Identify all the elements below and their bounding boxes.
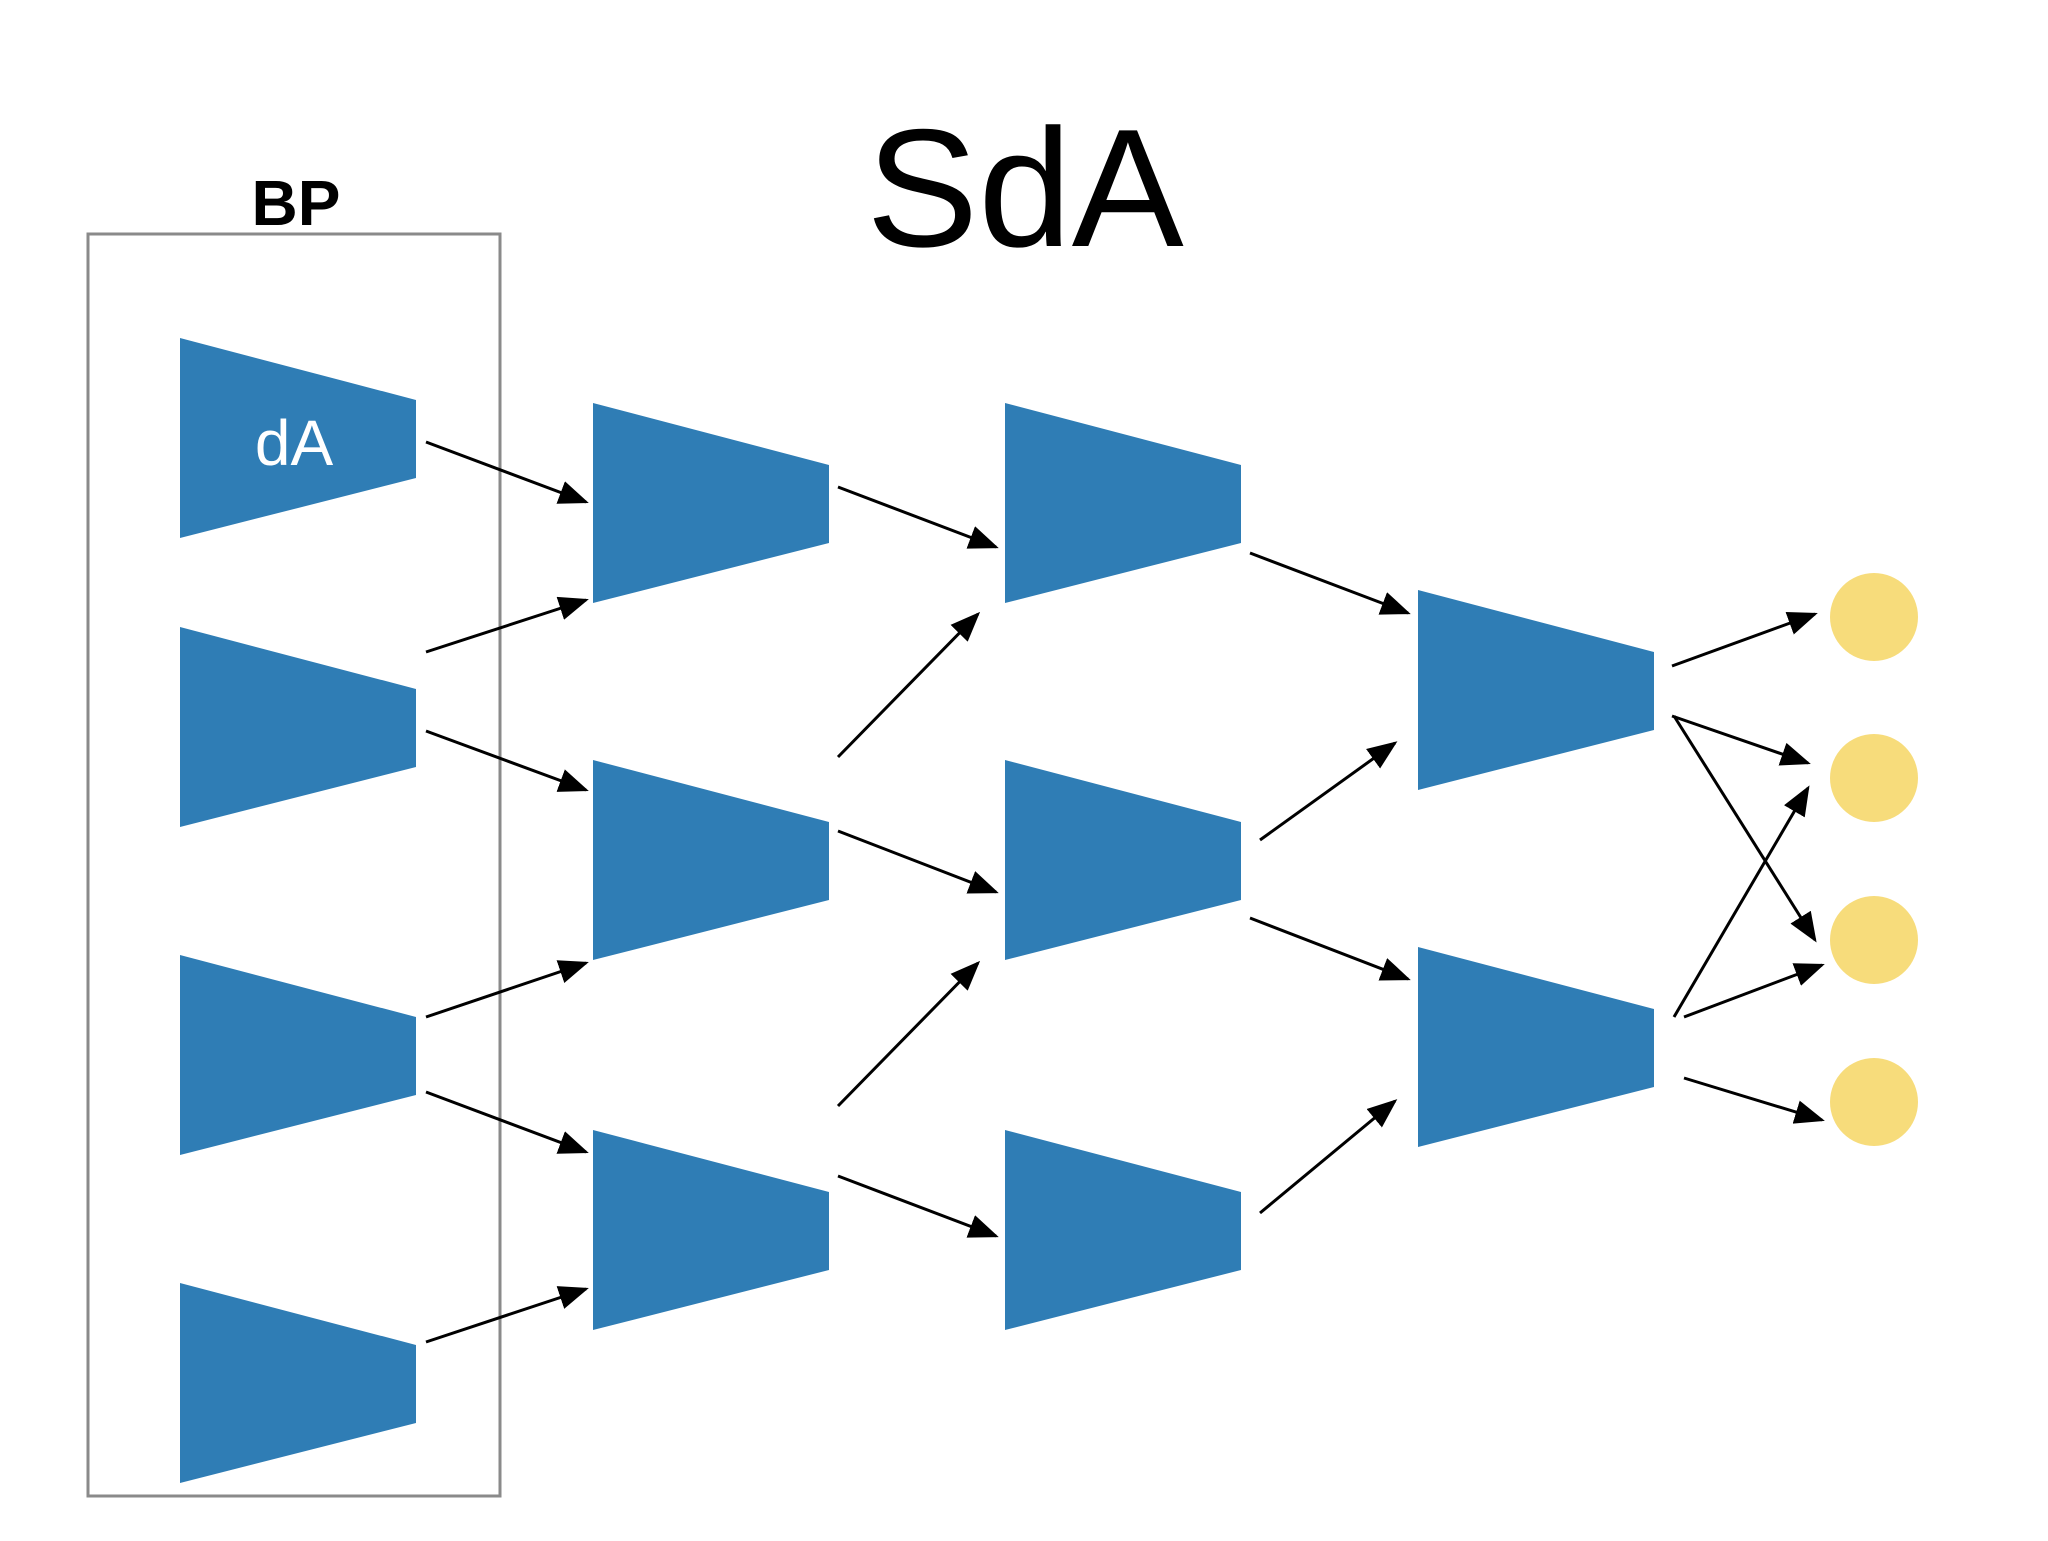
connection-arrow-15 bbox=[1259, 1099, 1398, 1215]
connection-arrow-18 bbox=[1672, 715, 1817, 943]
connection-arrow-12 bbox=[1249, 551, 1411, 615]
output-node-1 bbox=[1830, 573, 1918, 661]
connection-arrow-11 bbox=[837, 1174, 999, 1238]
autoencoder-unit-col2-2 bbox=[593, 760, 829, 960]
connection-arrow-19 bbox=[1672, 785, 1810, 1018]
autoencoder-unit-col1-4 bbox=[180, 1283, 416, 1483]
autoencoder-unit-col1-2 bbox=[180, 627, 416, 827]
autoencoder-unit-col1-3 bbox=[180, 955, 416, 1155]
connection-arrow-17 bbox=[1671, 714, 1811, 766]
connection-arrow-10 bbox=[836, 960, 981, 1108]
connection-arrow-6 bbox=[425, 1286, 589, 1344]
autoencoder-unit-col3-1 bbox=[1005, 403, 1241, 603]
connection-arrow-20 bbox=[1683, 963, 1825, 1019]
diagram-title-text: SdA bbox=[866, 94, 1184, 282]
output-node-3 bbox=[1830, 896, 1918, 984]
output-node-2 bbox=[1830, 734, 1918, 822]
autoencoder-unit-col4-1 bbox=[1418, 590, 1654, 790]
output-node-4 bbox=[1830, 1058, 1918, 1146]
connection-arrow-9 bbox=[837, 829, 999, 894]
connection-arrow-21 bbox=[1683, 1076, 1825, 1124]
autoencoder-unit-col3-3 bbox=[1005, 1130, 1241, 1330]
connection-arrow-14 bbox=[1249, 916, 1411, 981]
bp-box bbox=[86, 232, 502, 1498]
connection-arrow-13 bbox=[1259, 741, 1398, 842]
connection-arrow-16 bbox=[1671, 611, 1818, 668]
connection-arrow-5 bbox=[425, 1090, 589, 1154]
connection-arrow-4 bbox=[425, 960, 589, 1019]
first-unit-label: dA bbox=[255, 407, 334, 479]
connection-arrow-7 bbox=[837, 485, 999, 549]
connection-arrow-2 bbox=[425, 596, 589, 654]
autoencoder-unit-col3-2 bbox=[1005, 760, 1241, 960]
autoencoder-unit-col4-2 bbox=[1418, 947, 1654, 1147]
autoencoder-unit-col1-1 bbox=[180, 338, 416, 538]
bp-label-text: BP bbox=[251, 167, 341, 239]
connection-arrow-8 bbox=[836, 611, 981, 759]
autoencoder-unit-col2-1 bbox=[593, 403, 829, 603]
connection-arrow-1 bbox=[425, 440, 589, 504]
autoencoder-unit-col2-3 bbox=[593, 1130, 829, 1330]
connection-arrow-3 bbox=[425, 729, 589, 792]
